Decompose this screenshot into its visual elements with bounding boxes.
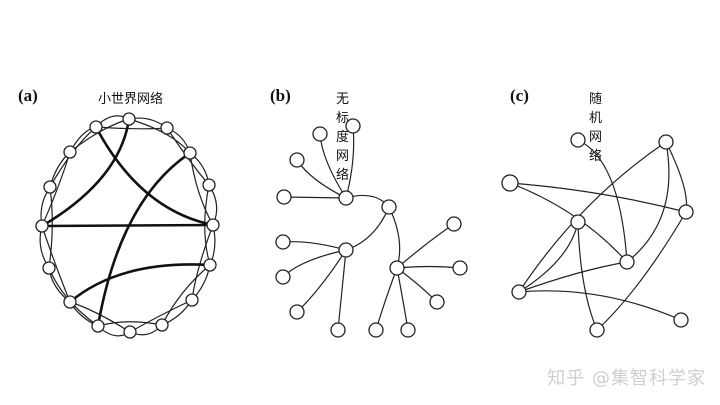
panel-a-title: 小世界网络 <box>98 92 164 107</box>
random-edges <box>509 139 688 331</box>
panel-c-letter: (c) <box>510 86 529 105</box>
small-world-shortcut-edges <box>41 118 214 327</box>
panel-c-title: 随机网络 <box>589 92 603 164</box>
random-network <box>501 132 694 338</box>
small-world-network <box>35 112 220 339</box>
scale-free-network <box>275 118 468 338</box>
small-world-nodes <box>35 112 220 339</box>
scale-free-nodes <box>275 118 468 338</box>
panel-scale-free: (b) 无标度网络 <box>0 0 349 405</box>
watermark: 知乎 @集智科学家 <box>547 368 706 389</box>
panel-a-letter: (a) <box>18 86 38 105</box>
panel-small-world: (a) 小世界网络 <box>0 0 240 405</box>
panel-b-title: 无标度网络 <box>336 92 350 183</box>
panel-random: (c) 随机网络 <box>0 0 602 405</box>
random-nodes <box>501 132 694 338</box>
panel-b-letter: (b) <box>270 86 291 105</box>
